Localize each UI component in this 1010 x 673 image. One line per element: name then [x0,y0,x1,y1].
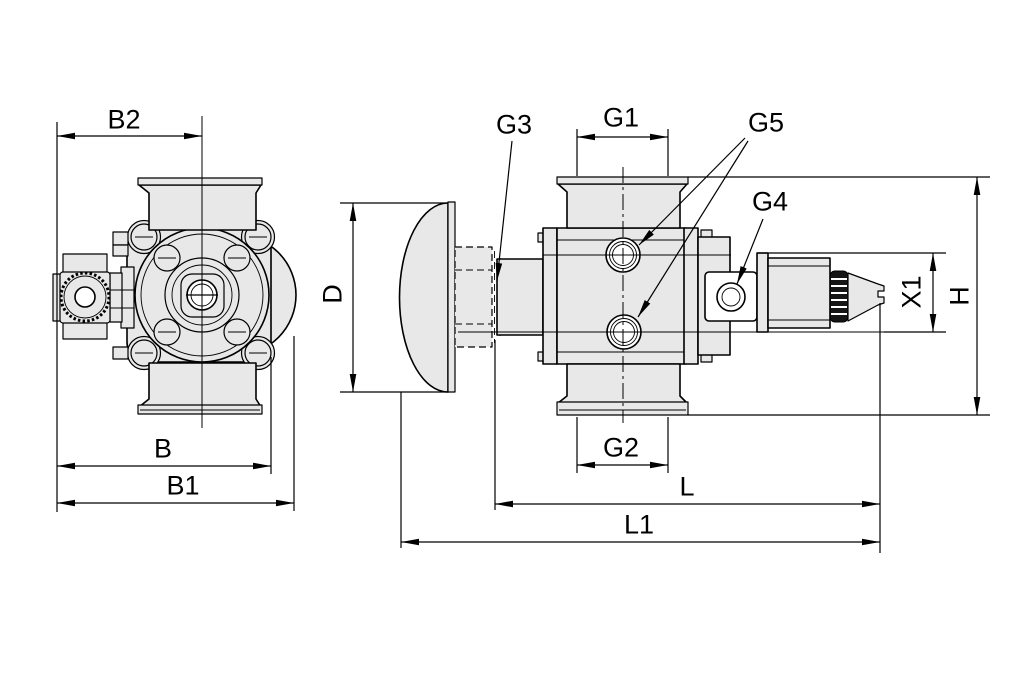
leader-line [736,218,764,285]
label-b: B [154,433,172,463]
dimension-g2: G2 [576,417,669,473]
hex-nut-outline [454,246,493,348]
hex-nut-hidden [454,246,501,348]
label-g3: G3 [496,109,532,139]
label-b2: B2 [107,104,140,134]
label-b1: B1 [166,470,199,500]
side-view [398,167,885,423]
fitting-connector [109,272,123,323]
dimension-b: B [57,357,272,474]
dimension-l1: L1 [400,392,880,548]
label-g5: G5 [748,107,784,137]
flange-screws [153,244,251,346]
body-left-plate [542,227,558,365]
dimension-l: L [494,303,881,553]
label-h: H [944,286,974,306]
leader-line [495,140,513,282]
fitting-cap-top [62,253,108,274]
nozzle-tip [847,272,885,322]
label-g2: G2 [603,432,639,462]
top-ferrule-front [137,177,263,231]
label-g4: G4 [752,186,788,216]
knurled-ring-inner [63,275,107,319]
dimensions: B2 B B1 D G1 [56,102,990,553]
dimension-h: H [688,176,990,416]
dimension-d: D [317,202,448,393]
dome [398,201,456,393]
leader-line [638,137,746,246]
fitting-lip [756,252,769,333]
leader-line [637,140,749,318]
callout-g3: G3 [495,109,532,282]
label-g1: G1 [603,102,639,132]
label-l: L [679,471,694,501]
fitting-port-outer [716,282,746,312]
side-fitting-front [52,253,135,340]
callout-g4: G4 [736,186,788,285]
body-detail [112,346,129,360]
dimension-b2: B2 [57,104,202,140]
connection-cylinder [496,258,544,336]
bottom-ferrule-front [137,362,263,415]
ferrule-lip [137,404,263,415]
dimension-g1: G1 [576,102,669,176]
body-detail [112,244,129,257]
front-view [52,116,297,428]
fitting-connector [120,266,135,329]
leader-callouts: G3 G5 G4 [495,107,788,318]
dimension-b1: B1 [57,336,295,511]
label-d: D [317,284,347,304]
ferrule-lip [137,177,263,186]
body-detail [112,231,129,246]
corner-screws [126,219,276,371]
ferrule-neck [138,184,262,231]
dome-shell [398,202,449,393]
callout-g5: G5 [637,107,784,318]
fitting-port-bore [721,287,741,307]
body-right-plate [683,227,699,365]
dimension-x1: X1 [757,252,946,333]
fitting-bore [74,286,96,308]
side-fitting-right [704,252,885,333]
fitting-barrel [767,257,831,329]
label-l1: L1 [624,509,654,539]
ferrule-neck [138,362,262,408]
dome-plate [447,201,456,393]
label-x1: X1 [896,275,926,308]
fitting-cap-bottom [62,321,108,340]
